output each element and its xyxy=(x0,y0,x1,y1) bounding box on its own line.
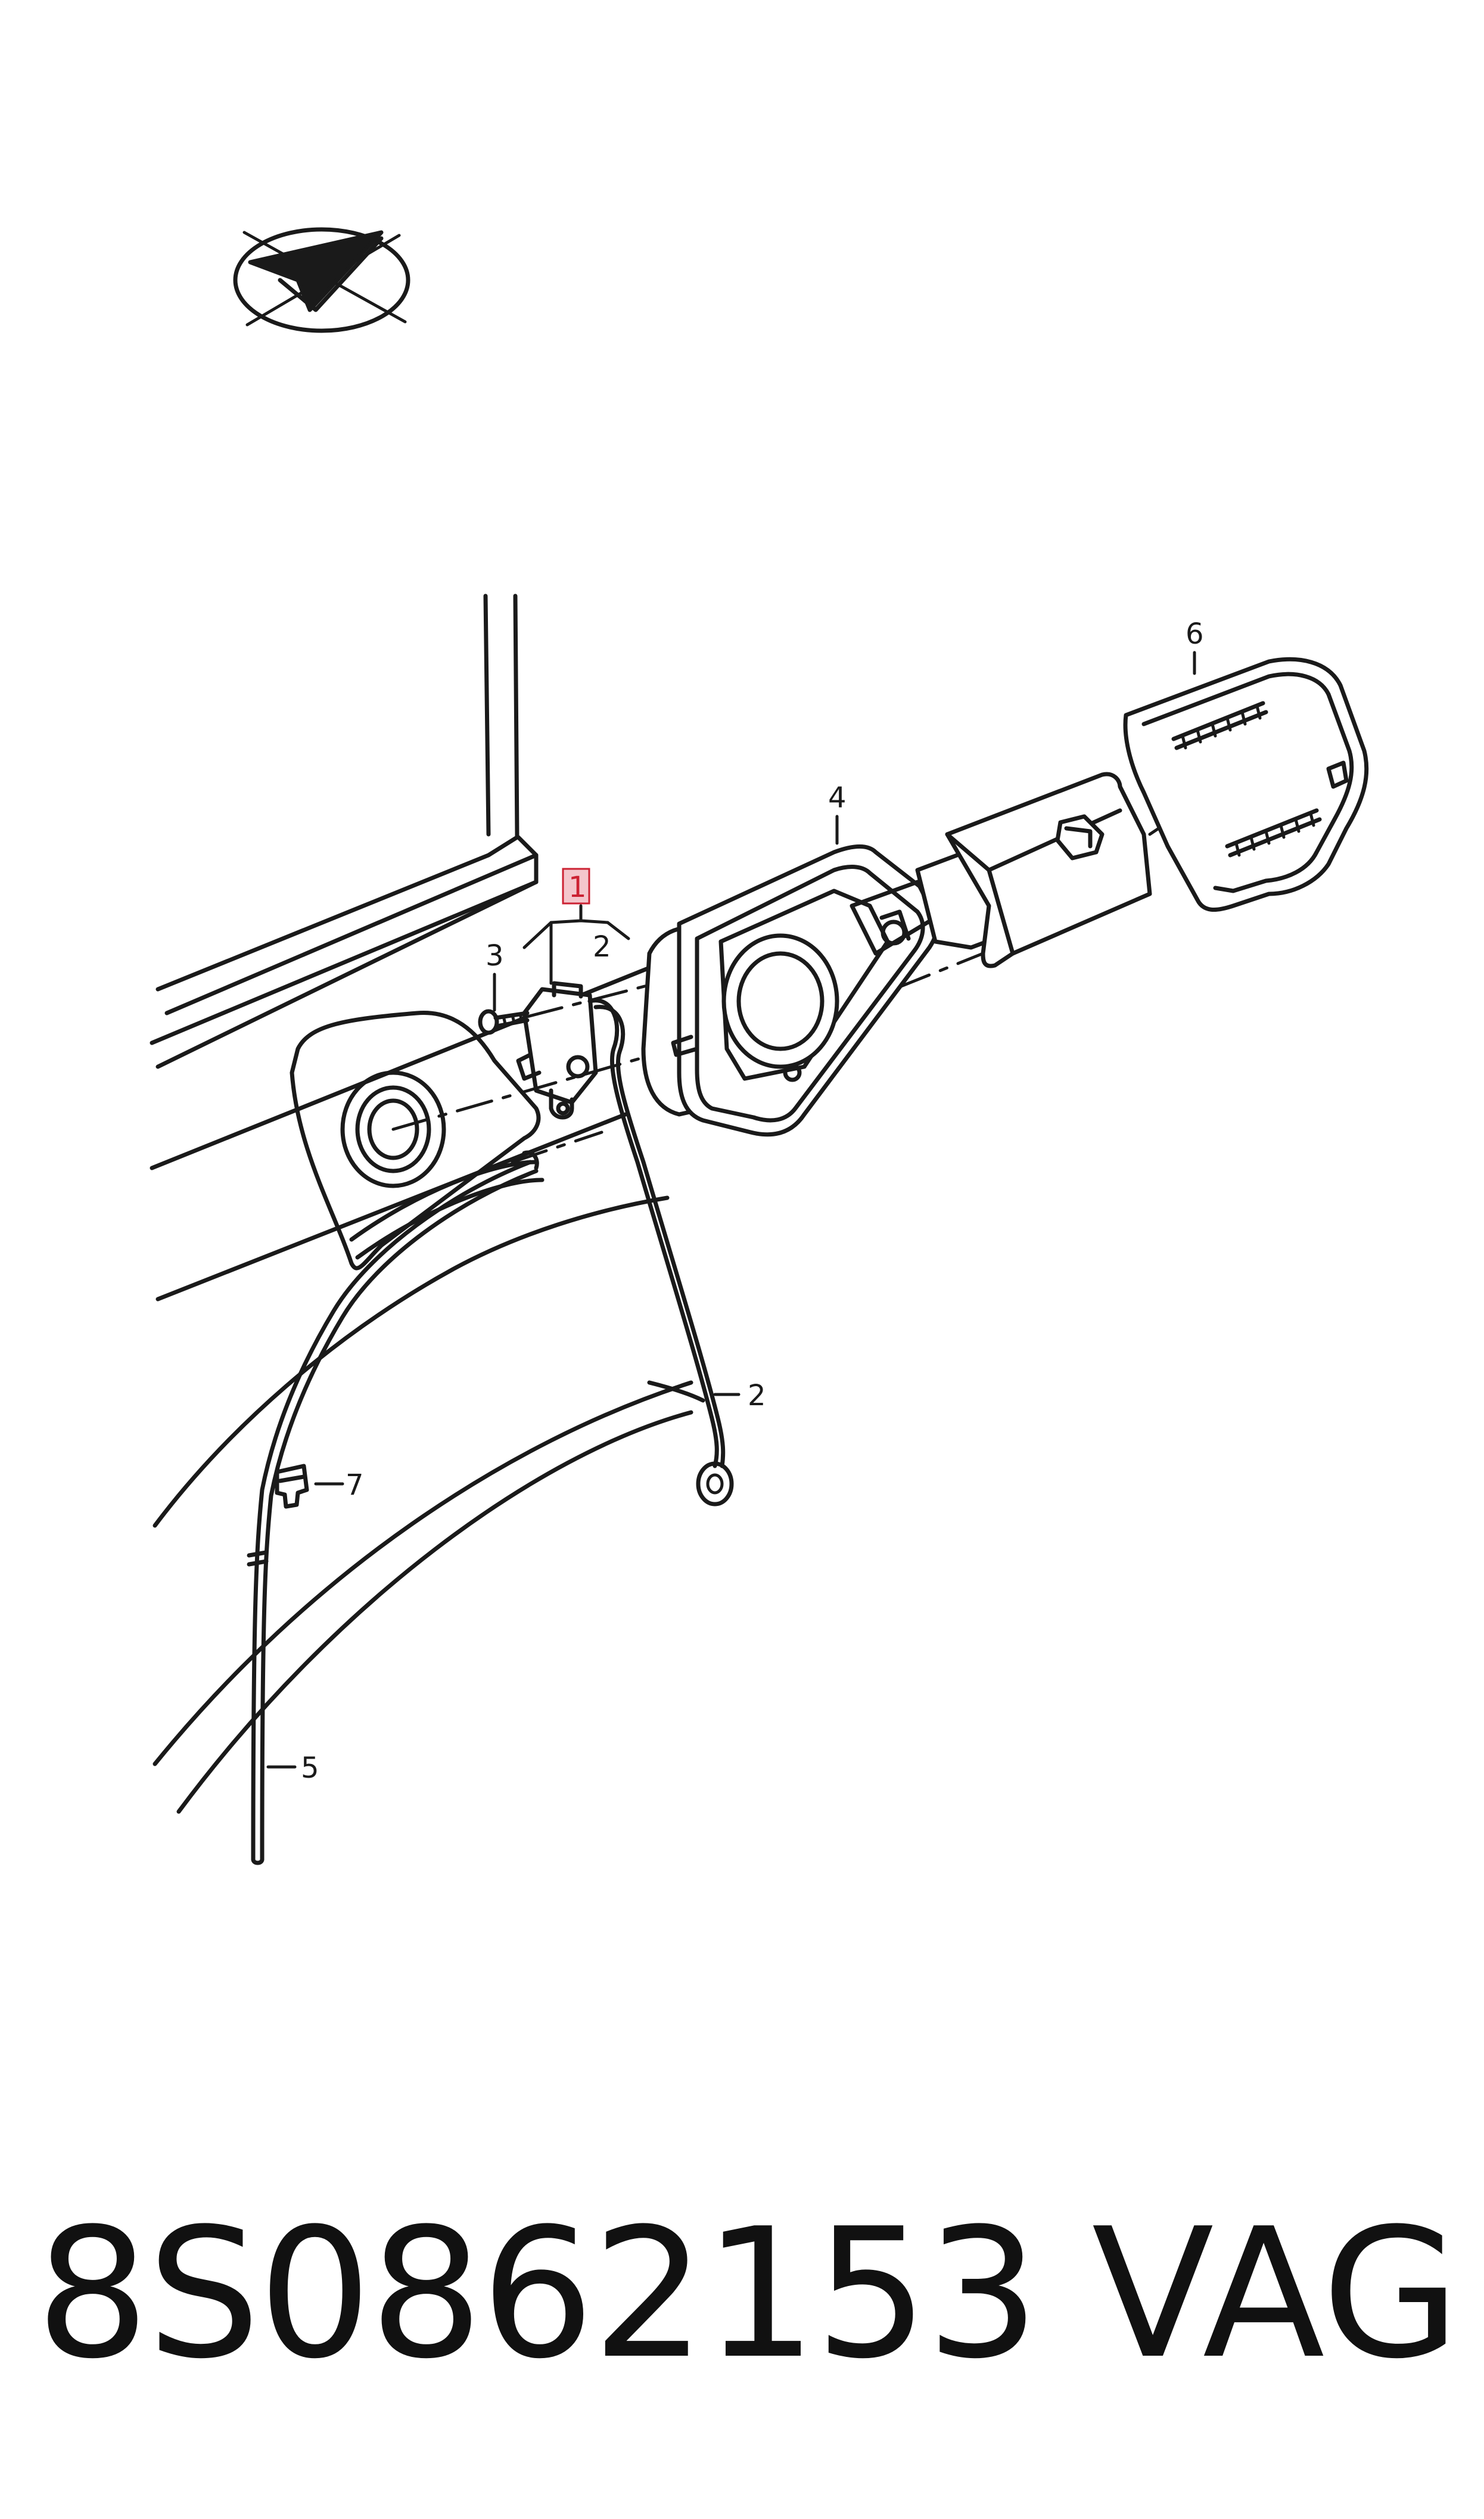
fuel-filler-recess xyxy=(290,1011,545,1271)
footer: 8S0862153 VAG xyxy=(0,2205,1484,2443)
callout-5: 5 xyxy=(301,1751,319,1785)
clip-part-7 xyxy=(275,1464,309,1509)
cable-part-2 xyxy=(587,998,734,1507)
callout-6: 6 xyxy=(1186,617,1204,651)
fuel-door-actuator xyxy=(516,981,598,1120)
body-panel-lines xyxy=(150,594,705,1814)
callout-2-bracket: 2 xyxy=(593,930,611,964)
callout-1: 1 xyxy=(568,871,587,904)
filler-housing-part-4 xyxy=(641,844,941,1137)
leader-lines xyxy=(266,651,1196,1769)
brand-label: VAG xyxy=(1091,2190,1460,2398)
fuel-door-part-6 xyxy=(1123,657,1369,912)
parts-diagram: 1 2 3 4 6 2 7 5 xyxy=(150,227,1369,1865)
screw-part-3 xyxy=(478,1009,530,1035)
callout-3: 3 xyxy=(486,939,504,973)
callout-7: 7 xyxy=(346,1468,364,1502)
highlight-box xyxy=(562,868,590,905)
callout-4: 4 xyxy=(828,781,847,815)
part-number: 8S0862153 xyxy=(36,2190,1040,2398)
hinge-arm xyxy=(915,772,1152,968)
logo-icon xyxy=(233,227,410,333)
drain-hose-part-5 xyxy=(247,1150,539,1865)
callout-2-cable: 2 xyxy=(748,1379,766,1412)
